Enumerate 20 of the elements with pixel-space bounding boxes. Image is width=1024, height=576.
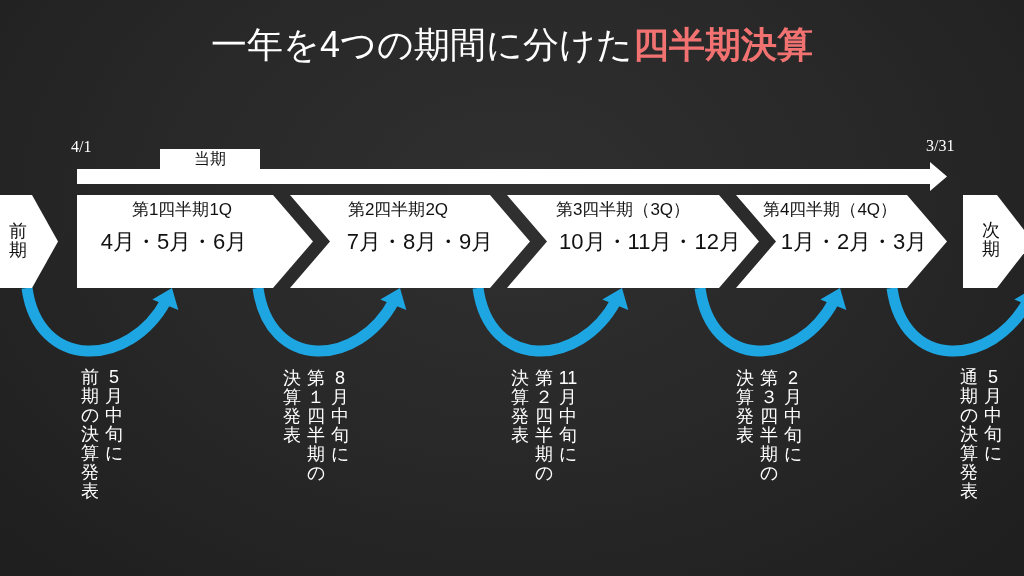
date-label: 4/1 [71, 138, 92, 156]
announcement-note: 8月中旬に第１四半期の決算発表 [282, 369, 350, 485]
quarter-heading: 第4四半期（4Q） [762, 200, 898, 220]
quarter-heading: 第3四半期（3Q） [555, 200, 691, 220]
period-label: 前期 [8, 222, 28, 260]
quarter-band [77, 195, 313, 288]
announcement-note: 11月中旬に第２四半期の決算発表 [510, 369, 579, 485]
month-range: 7月・8月・9月 [346, 229, 494, 255]
month-range: 1月・2月・3月 [780, 229, 928, 255]
title: 一年を4つの期間に分けた四半期決算 [211, 25, 813, 65]
announcement-note: 2月中旬に第３四半期の決算発表 [735, 369, 803, 485]
quarter-heading: 第1四半期1Q [131, 200, 233, 220]
month-range: 10月・11月・12月 [559, 229, 741, 255]
date-label: 3/31 [926, 137, 955, 155]
period-label: 次期 [981, 221, 1001, 259]
month-range: 4月・5月・6月 [100, 229, 248, 255]
announcement-note: 5月中旬に前期の決算発表 [80, 368, 124, 503]
period-tab: 当期 [160, 149, 260, 169]
announcement-note: 5月中旬に通期の決算発表 [959, 368, 1003, 503]
quarter-heading: 第2四半期2Q [347, 200, 449, 220]
